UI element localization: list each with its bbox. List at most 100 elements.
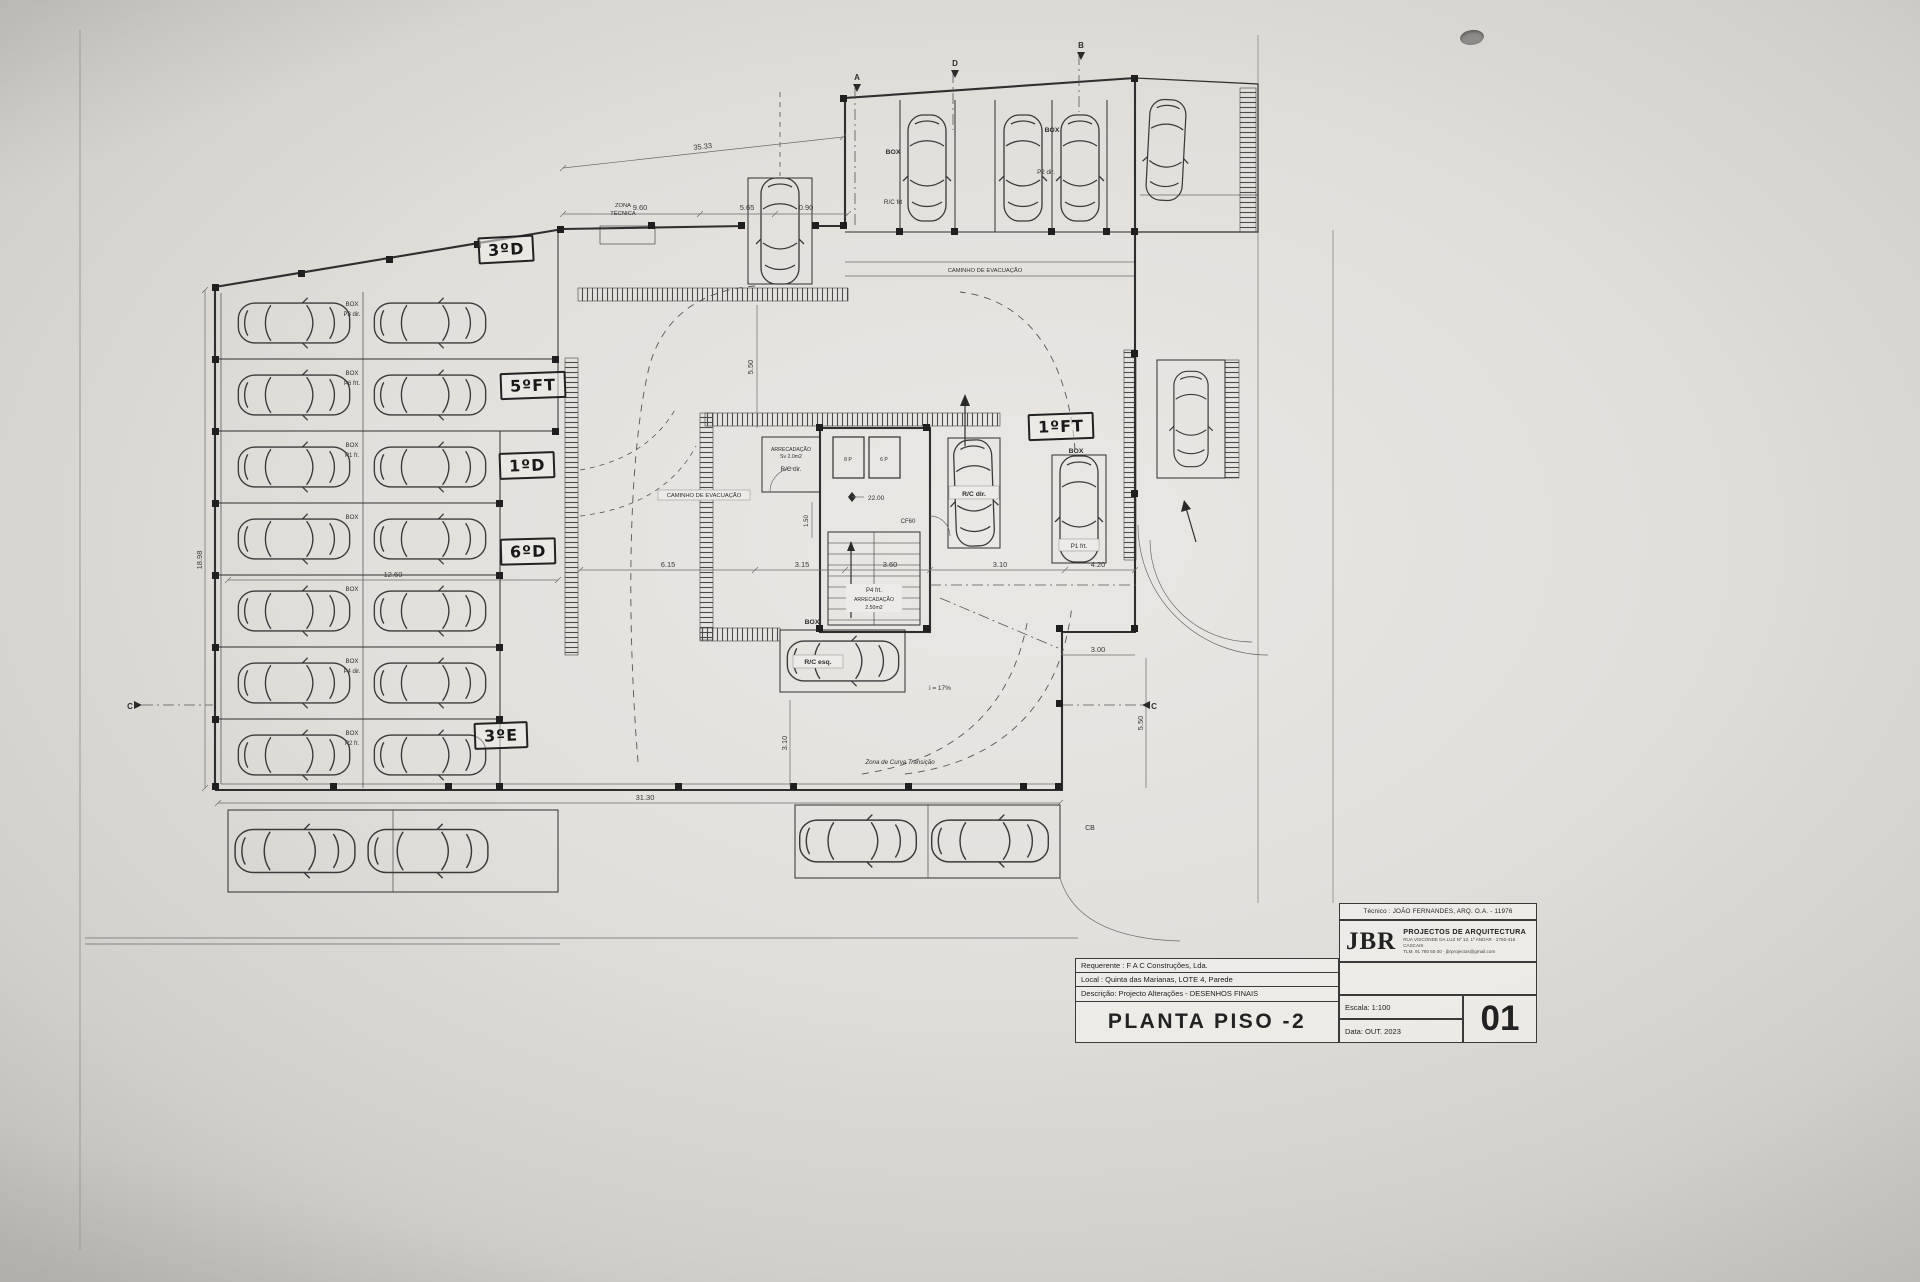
dimension-lines <box>201 133 1147 807</box>
titleblock-project-info: Requerente : F A C Construções, Lda. Loc… <box>1075 958 1339 1043</box>
box-label: BOX <box>1045 127 1060 134</box>
firm-subtitle: PROJECTOS DE ARQUITECTURA <box>1403 926 1527 936</box>
technical-zone-label: ZONA <box>615 203 631 209</box>
road-curbs <box>1059 500 1269 942</box>
stall-code-label: P2 fr. <box>345 741 359 747</box>
firm-address: RUA VISCONDE DA LUZ Nº 13, 1º ANDAR · 27… <box>1403 936 1516 948</box>
marker-label: A <box>854 73 860 82</box>
titleblock-date: Data: OUT. 2023 <box>1339 1019 1463 1043</box>
storage-label: Sv 2.0m2 <box>780 454 802 460</box>
fire-door-label: CF60 <box>901 519 916 525</box>
plan-text: 35.33 9.60 5.65 0.90 12.60 31.30 18.98 6… <box>127 41 1157 832</box>
parked-cars <box>234 97 1214 879</box>
titleblock-descricao: Descrição: Projecto Alterações - DESENHO… <box>1076 987 1338 1002</box>
parking-stalls <box>215 100 1258 893</box>
marker-label: B <box>1078 41 1084 50</box>
dim-label: 0.90 <box>799 203 814 212</box>
car <box>373 729 487 781</box>
label-tags <box>657 485 1100 669</box>
firm-logo: JBR <box>1346 927 1397 955</box>
drawing-title: PLANTA PISO -2 <box>1107 1010 1307 1033</box>
car <box>930 813 1050 869</box>
unit-label: R/C dir. <box>781 466 802 473</box>
handwritten-unit-label: 6ºD <box>499 537 557 566</box>
dim-label: 1.50 <box>804 515 810 527</box>
dim-label: 4.20 <box>1091 560 1106 569</box>
car <box>373 441 487 493</box>
dim-label: 9.60 <box>633 203 648 212</box>
dim-label: 3.60 <box>883 560 898 569</box>
car <box>755 177 805 285</box>
car <box>798 813 918 869</box>
marker-label: C <box>1151 702 1157 711</box>
car <box>373 657 487 709</box>
unit-label: P1 frt. <box>1071 543 1088 550</box>
hatched-walls <box>564 87 1257 656</box>
dim-label: 3.10 <box>993 560 1008 569</box>
dim-label: 3.00 <box>1091 645 1106 654</box>
dim-label: 12.60 <box>384 570 403 579</box>
marker-label: D <box>952 59 958 68</box>
handwritten-unit-label: 3ºD <box>477 234 536 265</box>
titleblock-requerente: Requerente : F A C Construções, Lda. <box>1076 959 1338 973</box>
evacuation-path-label: CAMINHO DE EVACUAÇÃO <box>667 492 742 499</box>
titleblock-empty-cell <box>1339 962 1537 995</box>
car <box>373 369 487 421</box>
unit-label: R/C esq. <box>804 659 831 666</box>
car <box>373 585 487 637</box>
title-block: Técnico : JOÃO FERNANDES, ARQ. O.A. - 11… <box>1075 903 1537 1043</box>
box-label: BOX <box>886 149 901 156</box>
box-label: BOX <box>345 730 358 737</box>
firm-contact: TLM. 91 780 55 00 · jbrprojectos@gmail.c… <box>1403 948 1496 954</box>
car <box>237 297 351 349</box>
unit-label: P4 frt. <box>866 588 882 594</box>
stall-code-label: P6 frt. <box>344 381 360 387</box>
dim-label: 3.10 <box>780 736 789 751</box>
dim-label: 6.15 <box>661 560 676 569</box>
car <box>234 823 356 879</box>
box-label: BOX <box>1069 448 1084 455</box>
box-label: BOX <box>345 658 358 665</box>
storage-label: ARRECADAÇÃO <box>854 596 894 603</box>
car <box>373 513 487 565</box>
titleblock-firm: JBR PROJECTOS DE ARQUITECTURA RUA VISCON… <box>1339 920 1537 962</box>
unit-label: R/C dir. <box>962 491 986 498</box>
ramp-slope-label: i = 17% <box>929 685 951 692</box>
marker-label: C <box>127 702 133 711</box>
elevator-label: 6 P <box>880 457 888 463</box>
box-label: BOX <box>345 301 358 308</box>
technical-zone-label: TÉCNICA <box>610 210 636 217</box>
car <box>237 585 351 637</box>
box-label: BOX <box>345 514 358 521</box>
pillars <box>212 75 1138 790</box>
level-label: 22.00 <box>868 495 885 502</box>
titleblock-scale: Escala: 1:100 <box>1339 995 1463 1019</box>
dim-label: 31.30 <box>636 793 655 802</box>
unit-label: P2 dir. <box>1037 169 1055 176</box>
dim-label: 18.98 <box>195 551 204 570</box>
handwritten-unit-label: 1ºFT <box>1027 411 1095 442</box>
dim-label: 5.50 <box>1136 716 1145 731</box>
car <box>1139 97 1193 203</box>
unit-label: R/C frt <box>884 199 902 206</box>
car <box>367 823 489 879</box>
car <box>237 657 351 709</box>
car <box>237 369 351 421</box>
dim-label: 3.15 <box>795 560 810 569</box>
evacuation-path-label: CAMINHO DE EVACUAÇÃO <box>948 267 1023 274</box>
titleblock-technician: Técnico : JOÃO FERNANDES, ARQ. O.A. - 11… <box>1339 903 1537 920</box>
section-markers <box>134 52 1150 709</box>
storage-label: 2.50m2 <box>865 605 882 611</box>
box-label: BOX <box>345 586 358 593</box>
car <box>237 513 351 565</box>
box-label: BOX <box>345 442 358 449</box>
dim-label: 35.33 <box>693 141 713 152</box>
stall-code-label: P3 dir. <box>343 312 360 318</box>
handwritten-unit-label: 1ºD <box>498 451 556 480</box>
storage-label: ARRECADAÇÃO <box>771 446 811 453</box>
car <box>1055 114 1105 222</box>
sheet-number: 01 <box>1463 995 1537 1043</box>
curve-zone-label: Zona de Curva Transição <box>864 759 935 766</box>
